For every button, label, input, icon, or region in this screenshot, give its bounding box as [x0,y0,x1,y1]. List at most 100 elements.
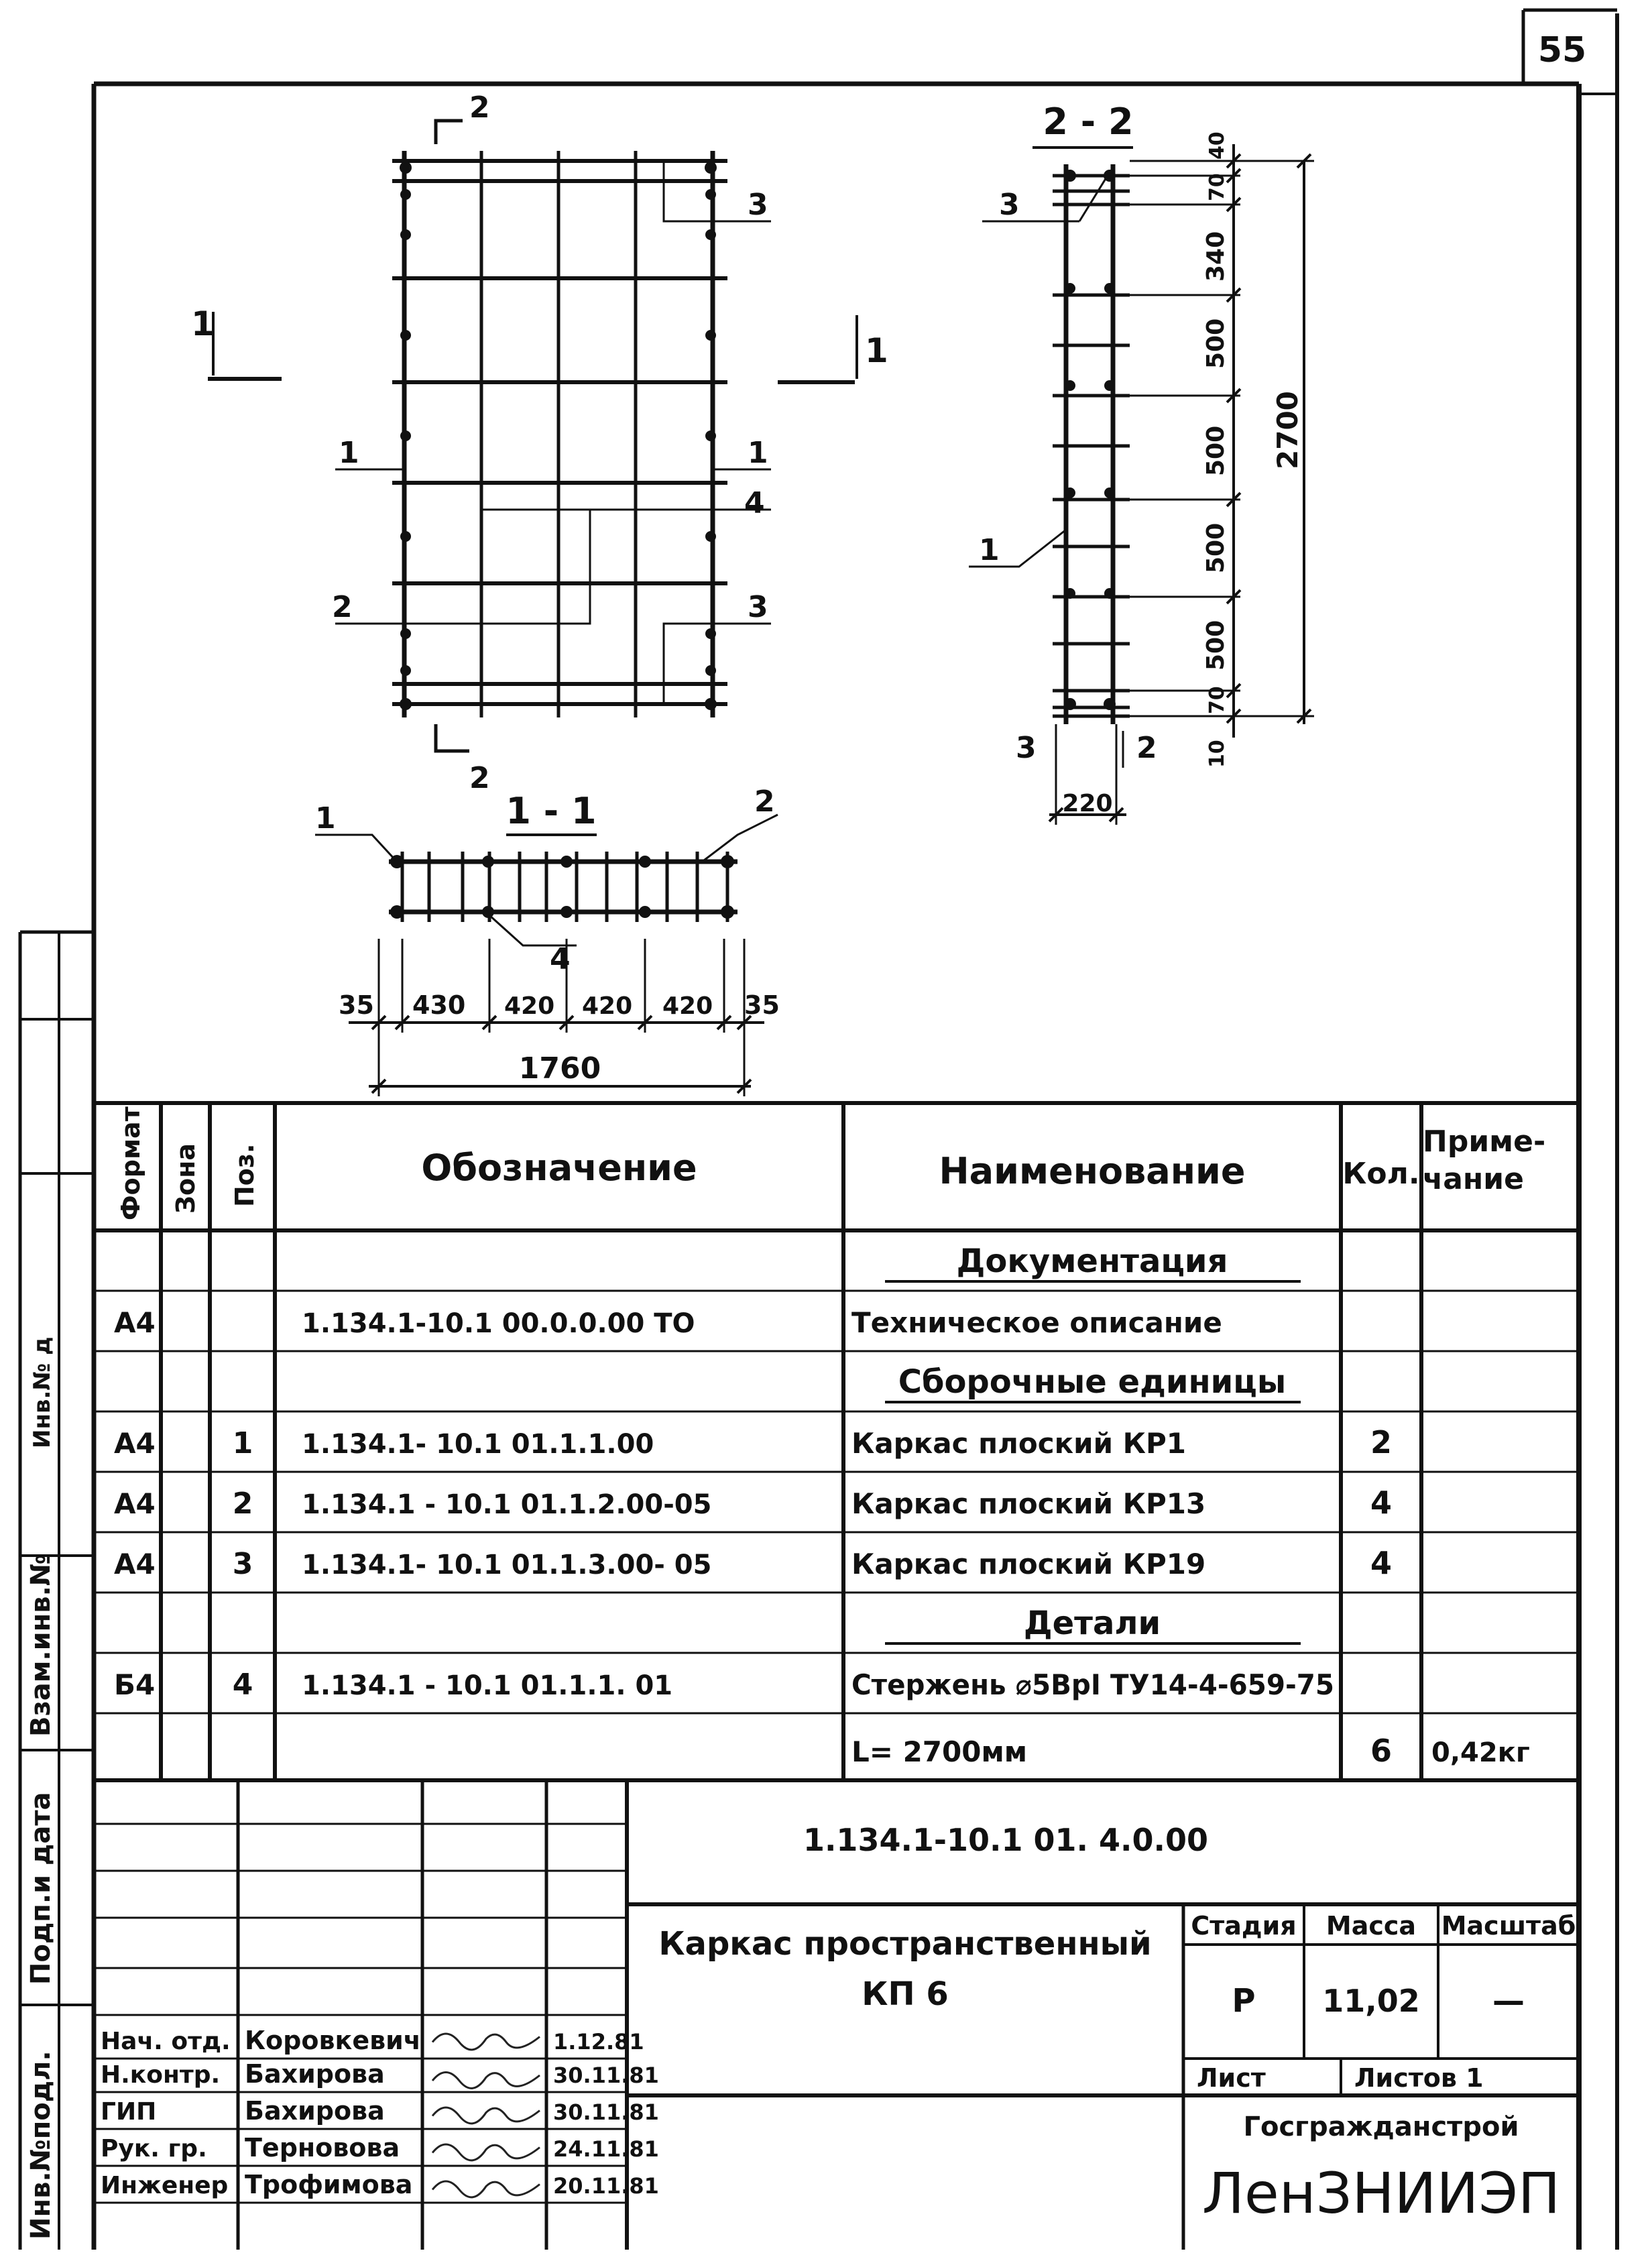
signature-mark [431,2032,540,2051]
section-1-1-title: 1 - 1 [506,790,596,832]
dim-1-1-35-left: 35 [339,990,374,1020]
drawing-name-line2: КП 6 [862,1975,949,2013]
sign-name: Бахирова [245,2096,385,2126]
header-note: Приме-чание [1423,1124,1546,1196]
plan-view [208,119,858,753]
s11-leader-1: 1 [315,801,336,835]
dim-2-2-70-top: 70 [1205,173,1229,201]
header-qty: Кол. [1342,1157,1419,1191]
row-designation: 1.134.1- 10.1 01.1.3.00- 05 [302,1550,711,1580]
dim-2-2-width: 220 [1062,790,1112,817]
scale-label: Масштаб [1441,1911,1576,1941]
dim-1-1-35-right: 35 [744,990,780,1020]
side-stamp [18,930,94,2250]
row-designation: 1.134.1 - 10.1 01.1.1. 01 [302,1670,672,1701]
dim-1-1-420-a: 420 [504,992,554,1020]
row-pos: 2 [233,1487,253,1521]
dim-2-2-70-bottom: 70 [1205,686,1229,714]
s22-leader-1: 1 [979,533,1000,567]
row-name: Стержень ⌀5ВрI ТУ14-4-659-75 [851,1668,1334,1701]
stage-value: Р [1232,1982,1255,2020]
plan-leader-2: 2 [332,590,353,624]
sign-date: 24.11.81 [553,2136,659,2162]
org-line2: ЛенЗНИИЭП [1202,2160,1560,2226]
sign-role: ГИП [101,2098,156,2126]
dim-2-2-500-a: 500 [1202,319,1230,369]
header-zone: Зона [171,1143,200,1214]
sign-role: Нач. отд. [101,2028,231,2055]
dim-2-2-500-d: 500 [1202,620,1230,671]
cut-mark-2-bottom: 2 [469,761,490,795]
spec-table-grid [94,1101,1579,1782]
signature-mark [431,2180,540,2199]
cut-mark-1-left: 1 [191,304,215,343]
signature-mark [431,2071,540,2089]
row-name: Сборочные единицы [898,1363,1287,1401]
sheet-number: 55 [1538,30,1586,70]
plan-leader-1-left: 1 [339,436,359,470]
dim-2-2-total: 2700 [1271,391,1304,469]
row-format: Б4 [114,1668,155,1701]
row-name: Каркас плоский КР1 [851,1427,1186,1460]
row-pos: 1 [233,1426,253,1460]
mass-value: 11,02 [1322,1983,1420,2019]
stamp-inv-podl: Инв.№подл. [25,2050,56,2240]
header-designation: Обозначение [421,1147,697,1189]
plan-leader-1-right: 1 [748,436,768,470]
mass-label: Масса [1326,1911,1416,1941]
row-format: А4 [114,1487,156,1520]
row-designation: 1.134.1 - 10.1 01.1.2.00-05 [302,1489,711,1520]
dim-2-2-10: 10 [1205,740,1229,768]
dim-2-2-500-c: 500 [1202,523,1230,573]
row-note: 0,42кг [1431,1737,1530,1768]
s22-leader-3-top: 3 [999,188,1020,222]
cut-mark-1-right: 1 [865,331,888,370]
sign-date: 30.11.81 [553,2063,659,2088]
dim-1-1-420-b: 420 [582,992,632,1020]
sign-role: Н.контр. [101,2061,220,2089]
sheet-label: Лист [1197,2063,1266,2093]
stamp-vzam-inv: Взам.инв.№ [25,1554,56,1737]
dim-2-2-340: 340 [1202,231,1230,282]
signature-mark [431,2106,540,2125]
plan-leader-3-bottom: 3 [748,590,768,624]
row-name: Детали [1024,1605,1161,1642]
row-qty: 2 [1370,1424,1392,1460]
row-name: Документация [957,1243,1228,1280]
row-name: Каркас плоский КР13 [851,1487,1205,1520]
row-name: Техническое описание [851,1306,1222,1339]
s22-leader-3-bottom: 3 [1016,731,1037,765]
cut-mark-2-top: 2 [469,91,490,125]
dim-1-1-420-c: 420 [662,992,713,1020]
signature-mark [431,2143,540,2162]
title-block-grid [94,1780,1579,2250]
header-name: Наименование [939,1150,1245,1192]
section-2-2-view [969,144,1314,825]
sheet-frame [91,8,1619,2250]
row-name: L= 2700мм [851,1735,1027,1768]
dim-1-1-total: 1760 [519,1051,601,1086]
row-format: А4 [114,1548,156,1580]
row-designation: 1.134.1-10.1 00.0.0.00 ТО [302,1308,695,1339]
row-name: Каркас плоский КР19 [851,1548,1205,1580]
stamp-podp-data: Подп.и дата [25,1792,56,1985]
row-qty: 6 [1370,1733,1392,1769]
sign-date: 1.12.81 [553,2029,644,2055]
s11-leader-4: 4 [550,942,571,976]
header-format: Формат [116,1106,145,1220]
row-qty: 4 [1370,1485,1392,1521]
sign-name: Терновова [245,2133,400,2162]
org-line1: Госгражданстрой [1244,2112,1519,2142]
header-pos: Поз. [230,1144,259,1207]
s22-leader-2: 2 [1136,731,1157,765]
row-designation: 1.134.1- 10.1 01.1.1.00 [302,1429,654,1460]
sheets-label: Листов 1 [1354,2063,1484,2093]
drawing-name-line1: Каркас пространственный [658,1925,1151,1963]
plan-leader-3-top: 3 [748,188,768,222]
header-note-box: Приме-чание [1423,1124,1546,1196]
sign-role: Инженер [101,2172,228,2199]
sign-name: Бахирова [245,2059,385,2089]
